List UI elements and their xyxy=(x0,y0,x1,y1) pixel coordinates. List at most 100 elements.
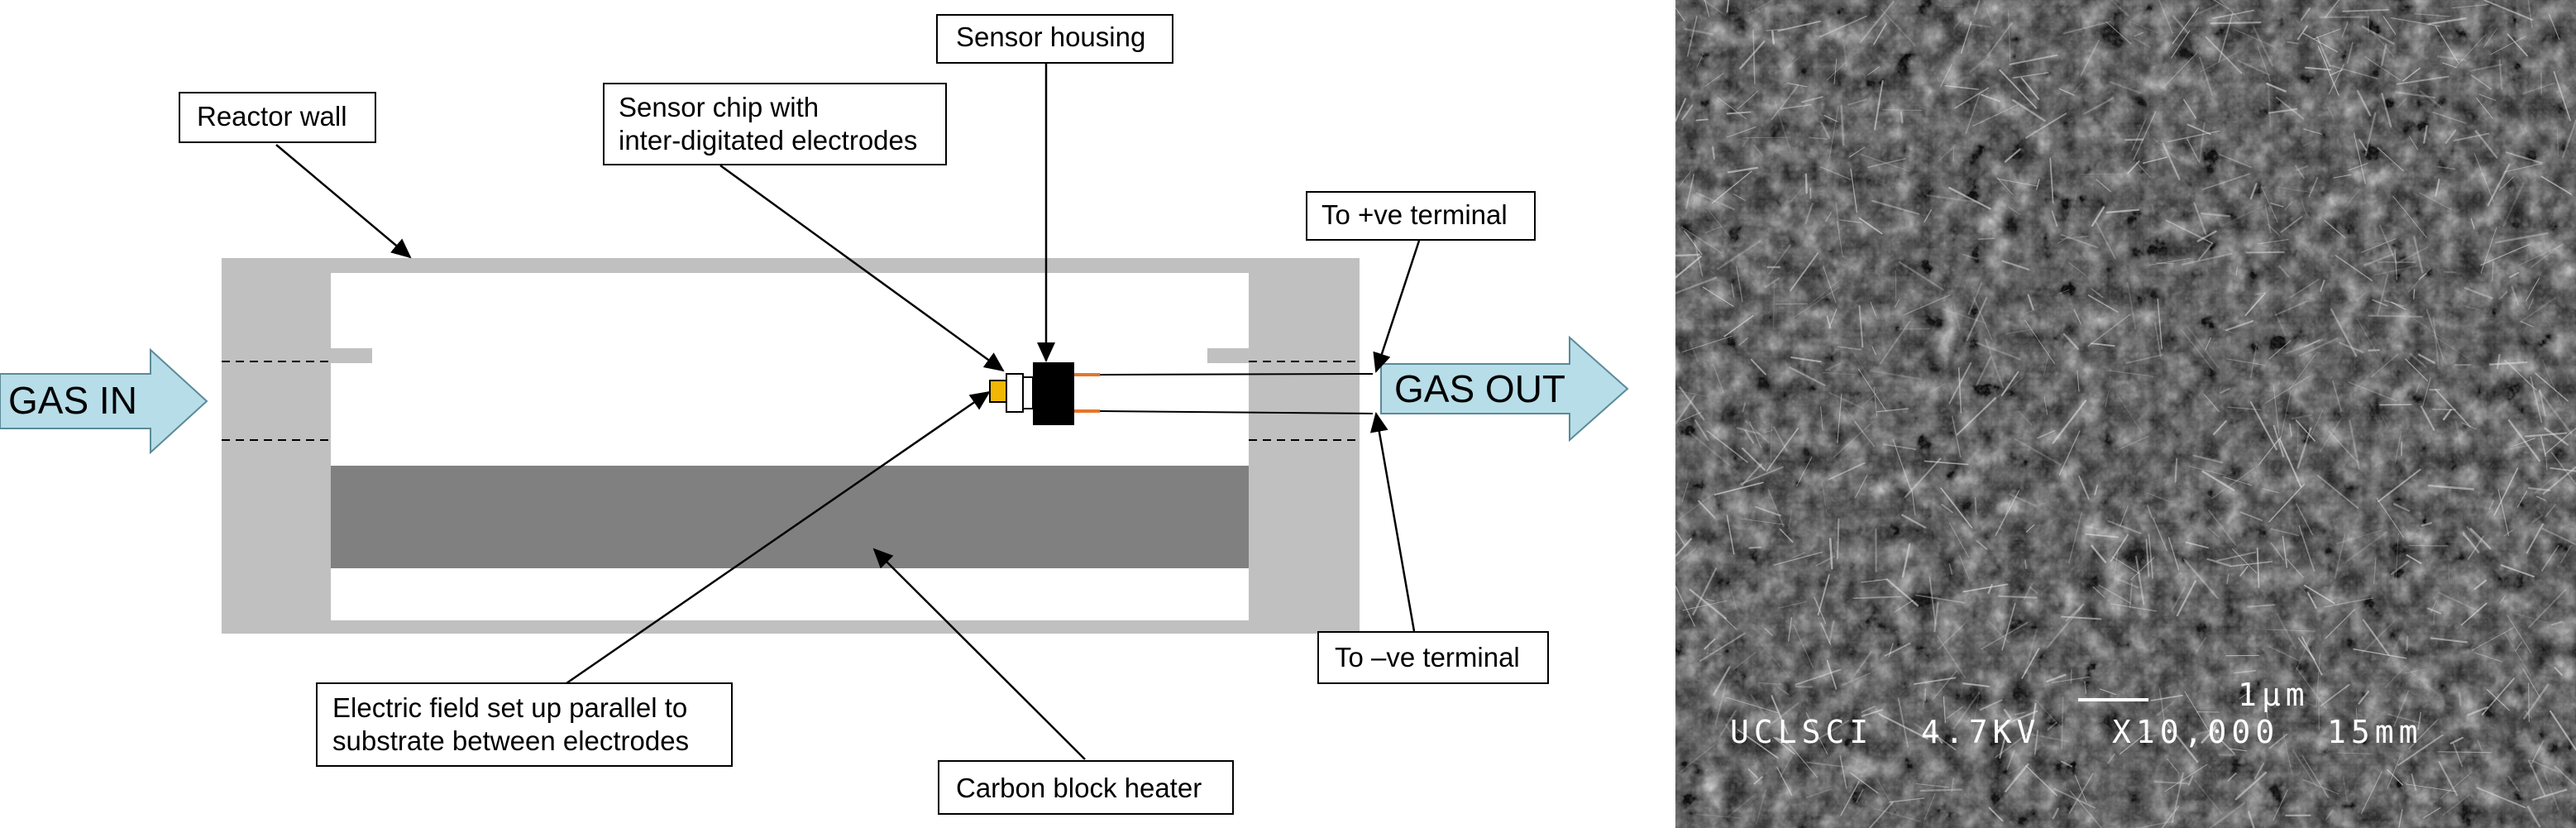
nanowire-fiber xyxy=(2230,748,2248,752)
nanowire-fiber xyxy=(2233,669,2257,674)
nanowire-fiber xyxy=(2427,17,2467,26)
nanowire-fiber xyxy=(1793,625,1814,668)
nanowire-fiber xyxy=(2364,55,2401,81)
nanowire-fiber xyxy=(2024,319,2055,365)
nanowire-fiber xyxy=(1850,168,1858,213)
nanowire-fiber xyxy=(2058,430,2081,476)
nanowire-fiber xyxy=(1870,301,1876,317)
nanowire-fiber xyxy=(1674,255,1702,279)
nanowire-fiber xyxy=(2486,688,2510,711)
nanowire-fiber xyxy=(2096,179,2112,193)
nanowire-fiber xyxy=(1867,66,1881,76)
nanowire-fiber xyxy=(2409,353,2427,368)
nanowire-fiber xyxy=(2353,132,2366,184)
nanowire-fiber xyxy=(1878,713,1928,739)
nanowire-fiber xyxy=(2059,289,2070,294)
nanowire-fiber xyxy=(2292,749,2317,787)
nanowire-fiber xyxy=(2105,208,2140,214)
nanowire-fiber xyxy=(1675,543,1682,548)
nanowire-fiber xyxy=(2337,752,2373,754)
nanowire-fiber xyxy=(2393,690,2410,727)
nanowire-fiber xyxy=(2024,559,2027,569)
nanowire-fiber xyxy=(1674,395,1696,425)
nanowire-fiber xyxy=(1704,73,1724,87)
nanowire-fiber xyxy=(2503,163,2541,173)
nanowire-fiber xyxy=(1706,639,1710,656)
nanowire-fiber xyxy=(2302,32,2339,53)
nanowire-fiber xyxy=(2152,518,2168,552)
svg-text:Sensor housing: Sensor housing xyxy=(956,22,1145,52)
nanowire-fiber xyxy=(1959,555,1970,580)
nanowire-fiber xyxy=(2069,790,2102,828)
nanowire-fiber xyxy=(2060,233,2099,249)
nanowire-fiber xyxy=(1857,368,1887,412)
nanowire-fiber xyxy=(2252,26,2274,67)
nanowire-fiber xyxy=(2192,454,2224,464)
nanowire-fiber xyxy=(2207,527,2220,538)
nanowire-fiber xyxy=(2274,300,2308,316)
nanowire-fiber xyxy=(1723,314,1754,337)
nanowire-fiber xyxy=(1730,589,1737,610)
nanowire-fiber xyxy=(2550,452,2576,486)
nanowire-fiber xyxy=(2346,41,2354,64)
nanowire-fiber xyxy=(2067,261,2086,276)
nanowire-fiber xyxy=(2047,721,2057,731)
nanowire-fiber xyxy=(1793,287,1839,318)
nanowire-fiber xyxy=(1706,430,1748,463)
nanowire-fiber xyxy=(2534,476,2555,495)
nanowire-fiber xyxy=(2468,63,2503,72)
nanowire-fiber xyxy=(2165,721,2199,763)
nanowire-fiber xyxy=(2541,528,2576,546)
nanowire-fiber xyxy=(2435,388,2471,428)
nanowire-fiber xyxy=(1772,279,1775,330)
nanowire-fiber xyxy=(1685,174,1695,209)
nanowire-fiber xyxy=(1840,104,1845,146)
nanowire-fiber xyxy=(1873,79,1884,131)
nanowire-fiber xyxy=(1999,69,2038,109)
nanowire-fiber xyxy=(1786,741,1818,778)
nanowire-fiber xyxy=(1919,788,1962,792)
nanowire-fiber xyxy=(2320,683,2350,707)
nanowire-fiber xyxy=(1755,505,1781,517)
nanowire-fiber xyxy=(1777,687,1790,696)
nanowire-fiber xyxy=(1728,792,1757,816)
nanowire-fiber xyxy=(2205,36,2243,74)
nanowire-fiber xyxy=(1963,22,1991,28)
nanowire-fiber xyxy=(1962,583,2009,593)
nanowire-fiber xyxy=(1939,64,1952,88)
nanowire-fiber xyxy=(2319,418,2342,453)
nanowire-fiber xyxy=(2430,637,2468,644)
nanowire-fiber xyxy=(1718,97,1747,120)
nanowire-fiber xyxy=(2270,528,2300,537)
nanowire-fiber xyxy=(2300,198,2308,216)
nanowire-fiber xyxy=(1820,622,1832,645)
nanowire-fiber xyxy=(1790,356,1822,363)
nanowire-fiber xyxy=(2158,0,2173,34)
nanowire-fiber xyxy=(2504,632,2531,677)
nanowire-fiber xyxy=(2186,138,2200,163)
nanowire-fiber xyxy=(2478,93,2497,101)
nanowire-fiber xyxy=(2377,273,2389,316)
nanowire-fiber xyxy=(1698,500,1716,519)
nanowire-fiber xyxy=(1732,651,1756,670)
nanowire-fiber xyxy=(1694,419,1709,442)
nanowire-fiber xyxy=(2359,139,2368,151)
nanowire-fiber xyxy=(2275,96,2305,120)
nanowire-fiber xyxy=(2398,809,2403,828)
nanowire-fiber xyxy=(1726,111,1752,115)
nanowire-fiber xyxy=(2435,25,2459,64)
nanowire-fiber xyxy=(2462,304,2482,311)
nanowire-fiber xyxy=(1776,766,1793,797)
nanowire-fiber xyxy=(1820,122,1831,140)
nanowire-fiber xyxy=(1679,386,1705,421)
nanowire-fiber xyxy=(2135,820,2175,828)
callout-electric-field: Electric field set up parallel to substr… xyxy=(316,682,733,767)
nanowire-fibers xyxy=(1674,0,2576,828)
nanowire-fiber xyxy=(2176,580,2196,617)
nanowire-fiber xyxy=(1796,456,1813,486)
nanowire-fiber xyxy=(1711,146,1716,160)
nanowire-fiber xyxy=(1973,0,1981,15)
nanowire-fiber xyxy=(2559,544,2572,564)
nanowire-fiber xyxy=(1931,383,1946,391)
nanowire-fiber xyxy=(1681,227,1723,254)
